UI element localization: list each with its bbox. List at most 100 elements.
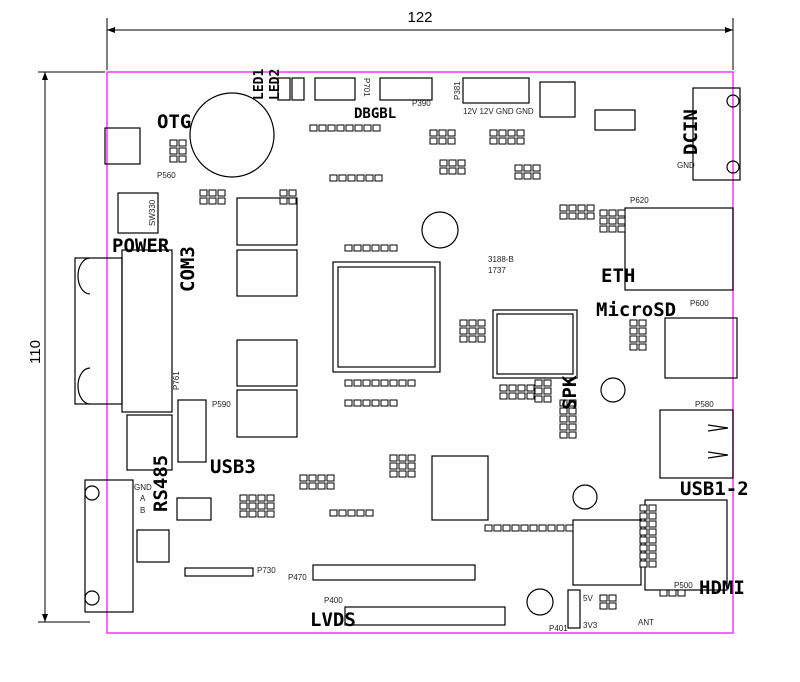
smd-component [438,129,447,137]
smd-component [498,129,507,137]
capacitor-electrolytic [539,81,576,118]
smd-component [599,209,608,217]
smd-component [199,189,208,197]
smd-component [353,379,362,387]
smd-component [532,172,541,180]
smd-component [217,197,226,205]
p470-connector [312,564,476,581]
smd-component [599,594,608,602]
smd-component [586,212,595,220]
smd-component [499,392,508,400]
smd-component [559,407,568,415]
smd-component [629,343,638,351]
smd-component [498,137,507,145]
smd-component [468,327,477,335]
smd-component [429,129,438,137]
label-p400: P400 [324,596,343,605]
smd-component [568,204,577,212]
smd-component [508,392,517,400]
smd-component [199,197,208,205]
smd-component [356,509,365,517]
smd-component [608,217,617,225]
smd-component [329,509,338,517]
smd-component [398,379,407,387]
label-p620: P620 [630,196,649,205]
label-p761: P761 [172,371,181,390]
height-dimension: 110 [27,71,105,623]
smd-component [639,528,648,536]
smd-component [543,379,552,387]
smd-component [239,502,248,510]
smd-component [208,189,217,197]
smd-component [568,431,577,439]
smd-component [380,244,389,252]
smd-component [457,159,466,167]
smd-component [309,124,318,132]
smd-component [648,544,657,552]
smd-component [266,494,275,502]
otg-connector [104,127,141,165]
smd-component [489,137,498,145]
smd-component [559,415,568,423]
smd-component [178,155,187,163]
label-p401: P401 [549,624,568,633]
smd-component [217,189,226,197]
label-hdmi: HDMI [699,577,745,599]
smd-component [617,225,626,233]
smd-component [288,189,297,197]
smd-component [371,244,380,252]
label-usb3: USB3 [210,456,256,478]
smd-component [308,474,317,482]
smd-component [648,528,657,536]
smd-component [344,244,353,252]
smd-component [493,524,502,532]
smd-component [239,494,248,502]
smd-component [559,212,568,220]
label-5v: 5V [583,594,593,603]
label-board-id: 3188-B [488,255,514,264]
smd-component [365,174,374,182]
smd-component [639,504,648,512]
smd-component [659,589,668,597]
passive-components [169,124,686,610]
cpu-chip [332,261,441,373]
smd-component [668,589,677,597]
label-lvds: LVDS [310,609,356,631]
width-dimension: 122 [106,9,734,70]
smd-component [248,494,257,502]
smd-component [363,124,372,132]
smd-component [169,155,178,163]
smd-component [248,502,257,510]
smd-component [526,392,535,400]
ethernet-jack [624,207,734,291]
smd-component [639,560,648,568]
smd-component [389,470,398,478]
smd-component [353,244,362,252]
smd-component [638,343,647,351]
smd-component [648,560,657,568]
smd-component [317,482,326,490]
fuse [594,109,636,131]
com3-db9-connector [74,249,173,413]
smd-component [520,524,529,532]
lvds-connector [344,606,506,626]
smd-component [362,379,371,387]
label-p470: P470 [288,573,307,582]
smd-component [429,137,438,145]
smd-component [477,327,486,335]
smd-component [178,139,187,147]
smd-component [499,384,508,392]
capacitor-bottom [526,588,554,616]
smd-component [568,423,577,431]
p730-connector [184,567,254,577]
smd-component [468,335,477,343]
smd-component [648,536,657,544]
smd-component [326,482,335,490]
smd-component [543,395,552,403]
smd-component [639,536,648,544]
label-dcin: DCIN [680,109,702,155]
smd-component [208,197,217,205]
smd-component [169,147,178,155]
smd-component [534,395,543,403]
